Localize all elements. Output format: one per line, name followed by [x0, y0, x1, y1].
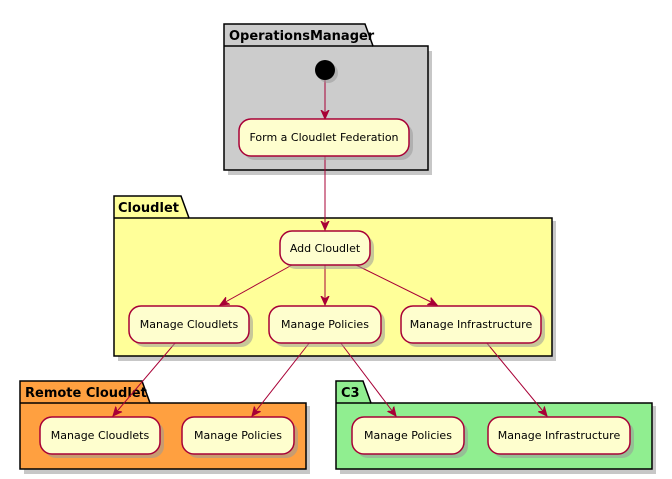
activity-label: Manage Policies	[194, 429, 282, 442]
activity-label: Add Cloudlet	[290, 242, 361, 255]
edge-cloudlets-to-remote-cloudlets	[113, 341, 177, 416]
activity-add-cloudlet[interactable]: Add Cloudlet	[279, 230, 374, 269]
package-title-remote-cloudlet: Remote Cloudlet	[25, 386, 147, 401]
edge-add-to-manage-infrastructure	[355, 264, 437, 305]
activity-c3-manage-infrastructure[interactable]: Manage Infrastructure	[487, 416, 634, 458]
activity-label: Form a Cloudlet Federation	[249, 131, 398, 144]
edge-policies-to-c3-policies	[339, 341, 396, 416]
start-node	[315, 60, 335, 80]
activity-remote-manage-cloudlets[interactable]: Manage Cloudlets	[39, 416, 164, 458]
activity-label: Manage Cloudlets	[51, 429, 150, 442]
activity-label: Manage Cloudlets	[140, 318, 239, 331]
activity-manage-infrastructure[interactable]: Manage Infrastructure	[400, 305, 545, 347]
edges	[113, 80, 547, 416]
edge-add-to-manage-cloudlets	[220, 264, 293, 305]
activity-remote-manage-policies[interactable]: Manage Policies	[181, 416, 298, 458]
activity-manage-policies[interactable]: Manage Policies	[268, 305, 385, 347]
package-title-cloudlet: Cloudlet	[118, 201, 179, 216]
activity-label: Manage Infrastructure	[410, 318, 533, 331]
edge-infrastructure-to-c3-infrastructure	[485, 341, 547, 416]
activity-manage-cloudlets[interactable]: Manage Cloudlets	[128, 305, 253, 347]
edge-policies-to-remote-policies	[252, 341, 311, 416]
activity-label: Manage Infrastructure	[498, 429, 621, 442]
activity-form-federation[interactable]: Form a Cloudlet Federation	[238, 118, 413, 160]
package-title-c3: C3	[341, 386, 360, 401]
activity-c3-manage-policies[interactable]: Manage Policies	[351, 416, 468, 458]
package-title-operations-manager: OperationsManager	[229, 29, 375, 44]
activity-label: Manage Policies	[281, 318, 369, 331]
activity-label: Manage Policies	[364, 429, 452, 442]
